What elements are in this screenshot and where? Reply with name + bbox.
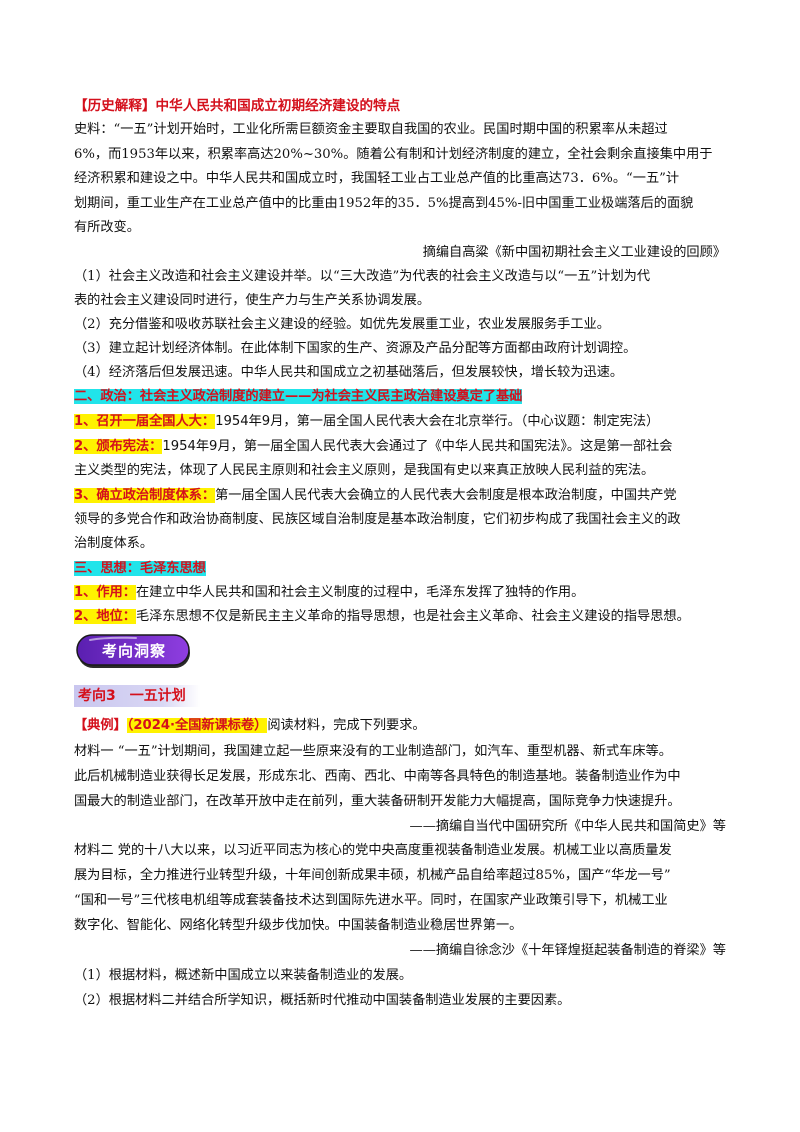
kaoxiang-title: 考向3 一五计划 <box>74 685 200 707</box>
material-1-line-1: 材料一 “一五”计划期间，我国建立起一些原来没有的工业制造部门，如汽车、重型机器… <box>74 744 672 759</box>
material-2-line-3: “国和一号”三代核电机组等成套装备技术达到国际先进水平。同时，在国家产业政策引导… <box>74 893 668 908</box>
point-3: （3）建立起计划经济体制。在此体制下国家的生产、资源及产品分配等方面都由政府计划… <box>74 341 637 356</box>
politics-item-2: 2、颁布宪法：1954年9月，第一届全国人民代表大会通过了《中华人民共和国宪法》… <box>74 437 672 457</box>
politics-item-3-label: 3、确立政治制度体系： <box>74 488 216 503</box>
material-2-line-4: 数字化、智能化、网络化转型升级步伐加快。中国装备制造业稳居世界第一。 <box>74 918 523 933</box>
politics-item-3-text: 第一届全国人民代表大会确立的人民代表大会制度是根本政治制度，中国共产党 <box>215 488 677 503</box>
source-line-3: 经济积累和建设之中。中华人民共和国成立时，我国轻工业占工业总产值的比重高达73．… <box>74 171 680 186</box>
example-source: （2024·全国新课标卷） <box>126 718 268 733</box>
point-4: （4）经济落后但发展迅速。中华人民共和国成立之初基础落后，但发展较快，增长较为迅… <box>74 365 624 380</box>
history-explanation-title: 【历史解释】中华人民共和国成立初期经济建设的特点 <box>74 98 401 114</box>
politics-item-2-cont: 主义类型的宪法，体现了人民民主原则和社会主义原则，是我国有史以来真正放映人民利益… <box>74 463 655 478</box>
thought-item-2-label: 2、地位： <box>74 609 136 624</box>
example-header: 【典例】（2024·全国新课标卷）阅读材料，完成下列要求。 <box>74 716 426 736</box>
thought-item-1: 1、作用：在建立中华人民共和国和社会主义制度的过程中，毛泽东发挥了独特的作用。 <box>74 583 584 603</box>
material-2-line-1: 材料二 党的十八大以来，以习近平同志为核心的党中央高度重视装备制造业发展。机械工… <box>74 843 672 858</box>
insight-badge: 考向洞察 <box>76 634 192 670</box>
politics-item-1: 1、召开一届全国人大：1954年9月，第一届全国人民代表大会在北京举行。（中心议… <box>74 412 659 432</box>
material-2-line-2: 展为目标，全力推进行业转型升级，十年间创新成果丰硕，机械产品自给率超过85%，国… <box>74 868 671 883</box>
source-line-2: 6%，而1953年以来，积累率高达20%~30%。随着公有制和计划经济制度的建立… <box>74 147 713 162</box>
point-2: （2）充分借鉴和吸收苏联社会主义建设的经验。如优先发展重工业，农业发展服务手工业… <box>74 317 610 332</box>
source-line-5: 有所改变。 <box>74 220 140 235</box>
question-1: （1）根据材料，概述新中国成立以来装备制造业的发展。 <box>74 968 413 983</box>
material-1-line-2: 此后机械制造业获得长足发展，形成东北、西南、西北、中南等各具特色的制造基地。装备… <box>74 769 681 784</box>
source-line-1: 史料：“一五”计划开始时，工业化所需巨额资金主要取自我国的农业。民国时期中国的积… <box>74 122 668 137</box>
source-citation: 摘编自高粱《新中国初期社会主义工业建设的回顾》 <box>422 245 726 260</box>
example-tag: 【典例】 <box>74 718 127 733</box>
point-1-line-1: （1）社会主义改造和社会主义建设并举。以“三大改造”为代表的社会主义改造与以“一… <box>74 269 651 284</box>
insight-badge-label: 考向洞察 <box>101 642 166 660</box>
politics-item-2-text: 1954年9月，第一届全国人民代表大会通过了《中华人民共和国宪法》。这是第一部社… <box>162 439 673 454</box>
politics-item-1-text: 1954年9月，第一届全国人民代表大会在北京举行。（中心议题：制定宪法） <box>215 414 660 429</box>
thought-heading-text: 三、思想：毛泽东思想 <box>74 561 206 576</box>
thought-item-1-text: 在建立中华人民共和国和社会主义制度的过程中，毛泽东发挥了独特的作用。 <box>135 585 585 600</box>
politics-item-2-label: 2、颁布宪法： <box>74 439 163 454</box>
politics-item-1-label: 1、召开一届全国人大： <box>74 414 216 429</box>
question-2: （2）根据材料二并结合所学知识，概括新时代推动中国装备制造业发展的主要因素。 <box>74 993 571 1008</box>
point-1-line-2: 表的社会主义建设同时进行，使生产力与生产关系协调发展。 <box>74 293 431 308</box>
politics-heading-text: 二、政治：社会主义政治制度的建立——为社会主义民主政治建设奠定了基础 <box>74 389 523 404</box>
thought-item-1-label: 1、作用： <box>74 585 136 600</box>
material-1-line-3: 国最大的制造业部门，在改革开放中走在前列，重大装备研制开发能力大幅提高，国际竞争… <box>74 794 681 809</box>
politics-item-3: 3、确立政治制度体系：第一届全国人民代表大会确立的人民代表大会制度是根本政治制度… <box>74 486 677 506</box>
insight-badge-shape <box>76 634 190 668</box>
politics-item-3-cont-2: 治制度体系。 <box>74 536 154 551</box>
thought-item-2: 2、地位：毛泽东思想不仅是新民主主义革命的指导思想，也是社会主义革命、社会主义建… <box>74 607 690 627</box>
material-1-citation: ——摘编自当代中国研究所《中华人民共和国简史》等 <box>409 819 727 834</box>
thought-heading: 三、思想：毛泽东思想 <box>74 559 206 579</box>
example-instruction: 阅读材料，完成下列要求。 <box>267 718 426 733</box>
material-2-citation: ——摘编自徐念沙《十年铎煌挺起装备制造的脊梁》等 <box>409 943 727 958</box>
source-line-4: 划期间，重工业生产在工业总产值中的比重由1952年的35．5%提高到45%-旧中… <box>74 196 694 211</box>
thought-item-2-text: 毛泽东思想不仅是新民主主义革命的指导思想，也是社会主义革命、社会主义建设的指导思… <box>135 609 690 624</box>
politics-item-3-cont-1: 领导的多党合作和政治协商制度、民族区域自治制度是基本政治制度，它们初步构成了我国… <box>74 512 681 527</box>
politics-heading: 二、政治：社会主义政治制度的建立——为社会主义民主政治建设奠定了基础 <box>74 387 523 407</box>
